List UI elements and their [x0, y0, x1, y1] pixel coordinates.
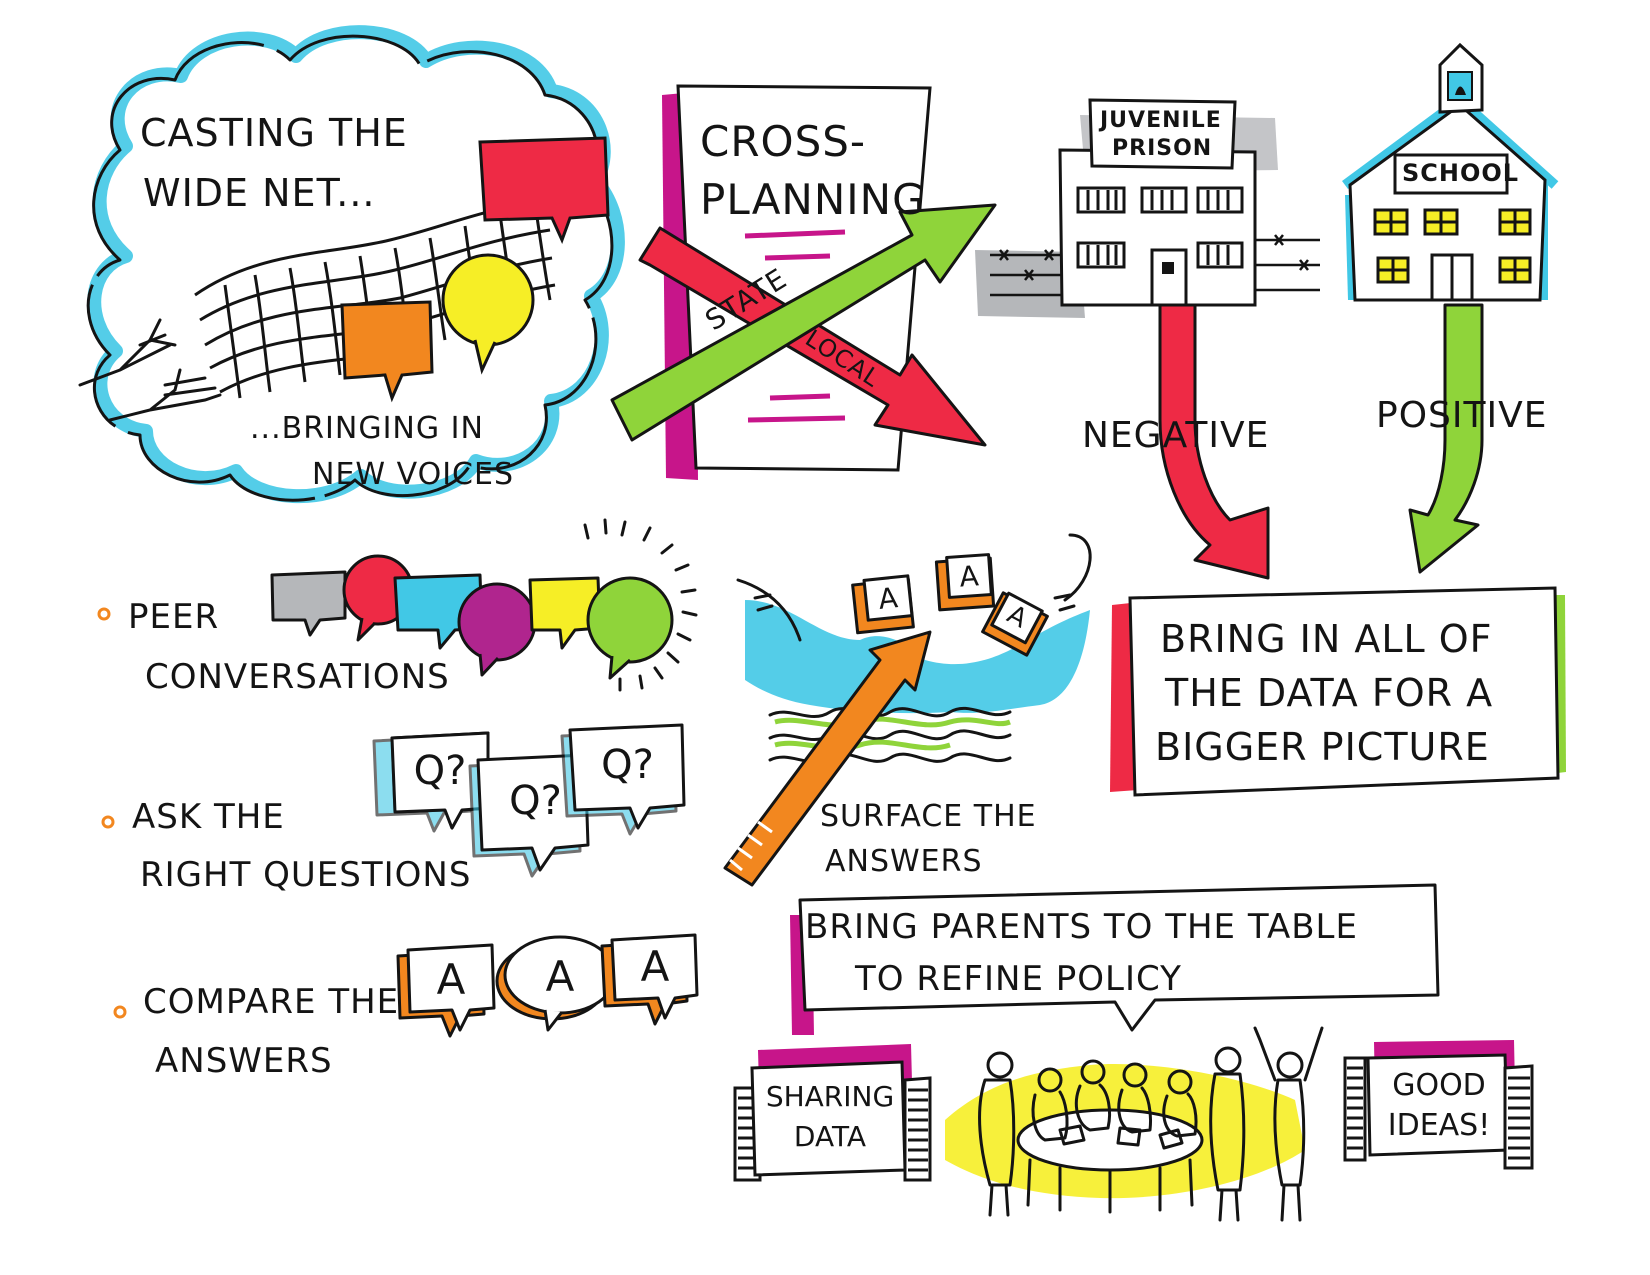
- peer-label-line2: Conversations: [145, 657, 450, 697]
- bullet-dot: [113, 1005, 127, 1019]
- net-bubble-red: [478, 136, 610, 244]
- negative-label: Negative: [1082, 415, 1270, 456]
- sharing-data-line2: Data: [793, 1120, 867, 1153]
- parents-line1: Bring parents to the table: [805, 907, 1358, 947]
- cross-planning-title-line2: Planning: [700, 175, 926, 224]
- answer-text: A: [640, 942, 670, 991]
- bullet-dot: [101, 815, 115, 829]
- negative-arrow: [1158, 303, 1270, 580]
- floating-answer-text: A: [958, 559, 980, 594]
- casting-title-line2: Wide Net...: [143, 171, 376, 215]
- bigger-picture-line1: Bring in all of: [1160, 617, 1493, 661]
- casting-sub-line2: New Voices: [312, 457, 514, 492]
- question-bubbles: [372, 723, 686, 878]
- bullet-dot: [97, 607, 111, 621]
- question-text: Q?: [601, 742, 654, 788]
- floating-answer-text: A: [876, 581, 900, 616]
- juvenile-prison-building: [975, 98, 1320, 318]
- surface-scene: [723, 533, 1092, 887]
- school-building: [1342, 42, 1559, 302]
- casting-title-line1: Casting the: [140, 111, 408, 155]
- peer-label-line1: Peer: [128, 597, 220, 637]
- ask-label-line2: Right Questions: [140, 855, 472, 895]
- bigger-picture-line2: the data for a: [1165, 671, 1494, 715]
- net-bubble-yellow: [441, 253, 535, 375]
- parents-bubble: [790, 883, 1440, 1035]
- school-label: School: [1402, 159, 1520, 187]
- surface-label-line2: Answers: [825, 844, 983, 879]
- sharing-data-line1: Sharing: [765, 1080, 895, 1113]
- peer-bubbles: [270, 554, 674, 680]
- ask-label-line1: Ask the: [132, 797, 285, 837]
- thought-cloud: [86, 25, 625, 504]
- state-arrow: [610, 203, 997, 442]
- surface-label-line1: Surface the: [820, 799, 1037, 834]
- bigger-picture-line3: bigger picture: [1155, 725, 1490, 769]
- positive-label: Positive: [1376, 395, 1548, 436]
- question-text: Q?: [509, 778, 562, 824]
- answer-text: A: [436, 955, 466, 1004]
- net-bubble-orange: [340, 300, 434, 403]
- answer-bubbles: [396, 933, 699, 1038]
- answer-text: A: [545, 952, 575, 1001]
- casting-sub-line1: ...Bringing in: [250, 411, 484, 446]
- people-at-table: [945, 1026, 1324, 1222]
- good-ideas-line1: Good: [1392, 1068, 1486, 1103]
- question-text: Q?: [413, 748, 467, 794]
- rays: [583, 518, 698, 692]
- good-ideas-banner: [1343, 1040, 1534, 1170]
- compare-label-line2: Answers: [155, 1041, 333, 1081]
- prison-label-line2: Prison: [1112, 136, 1213, 161]
- sharing-data-banner: [733, 1044, 932, 1182]
- parents-line2: to refine policy: [855, 959, 1182, 999]
- bigger-picture-box: [1110, 586, 1566, 797]
- hands-drawing: [78, 318, 222, 422]
- compare-label-line1: Compare the: [143, 982, 400, 1022]
- good-ideas-line2: Ideas!: [1387, 1108, 1491, 1143]
- local-arrow: [638, 226, 987, 447]
- prison-label-line1: Juvenile: [1100, 108, 1222, 133]
- cross-planning-title-line1: Cross-: [700, 117, 867, 166]
- positive-arrow: [1408, 303, 1484, 574]
